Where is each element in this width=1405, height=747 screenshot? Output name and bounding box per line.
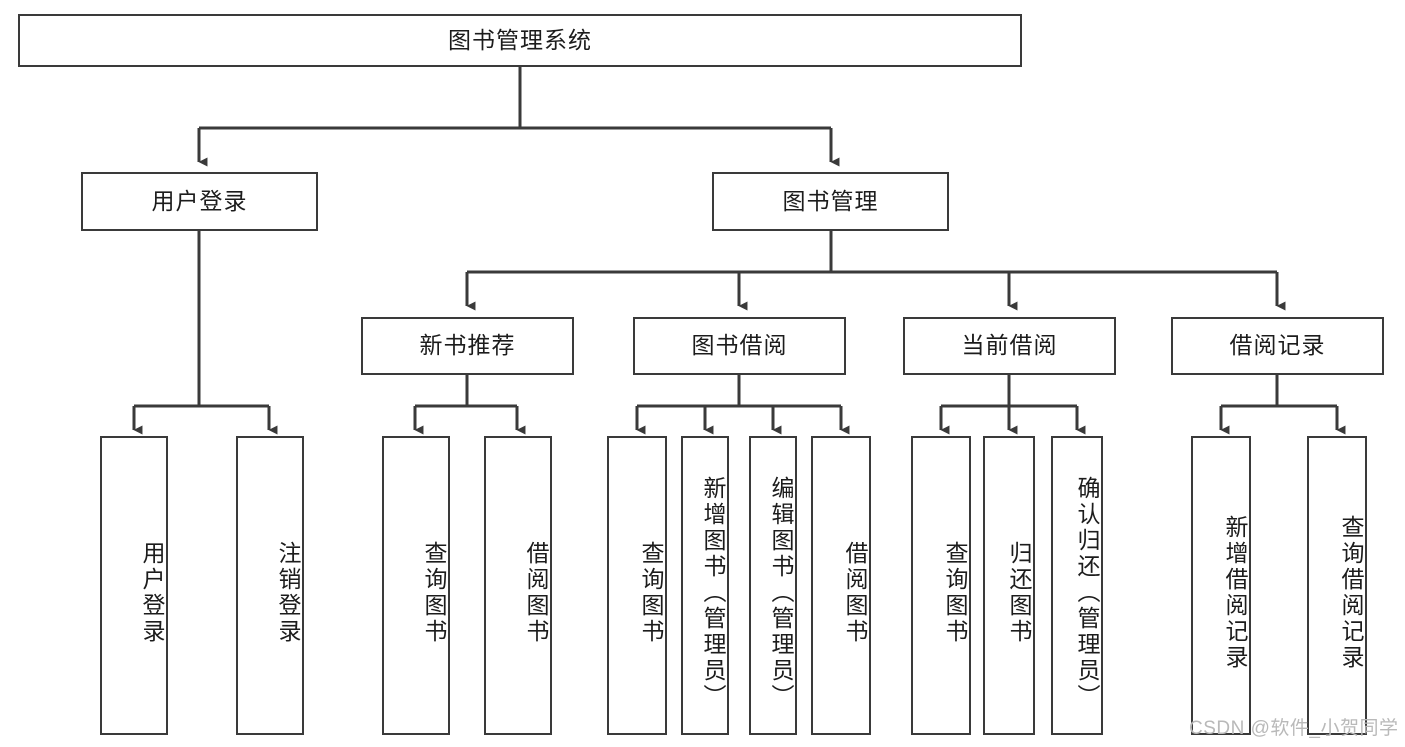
leaf-records-add-record[interactable]: 新增借阅记录	[1191, 436, 1251, 735]
node-borrowing-records[interactable]: 借阅记录	[1171, 317, 1384, 375]
node-label: 当前借阅	[961, 332, 1058, 359]
node-label: 图书管理	[782, 187, 879, 214]
node-label: 编辑图书（管理员）	[768, 475, 794, 710]
leaf-user-login-login[interactable]: 用户登录	[100, 436, 168, 735]
node-label: 确认归还（管理员）	[1074, 475, 1100, 710]
node-label: 查询借阅记录	[1338, 514, 1364, 671]
node-current-borrowing[interactable]: 当前借阅	[903, 317, 1116, 375]
node-label: 注销登录	[275, 540, 301, 645]
node-label: 图书管理系统	[448, 26, 592, 53]
node-label: 用户登录	[151, 187, 248, 214]
node-label: 借阅图书	[523, 540, 549, 645]
node-book-borrowing[interactable]: 图书借阅	[633, 317, 846, 375]
node-label: 新增借阅记录	[1222, 514, 1248, 671]
leaf-records-query-record[interactable]: 查询借阅记录	[1307, 436, 1367, 735]
leaf-borrow-add-book-admin[interactable]: 新增图书（管理员）	[681, 436, 729, 735]
node-new-book-recommendation[interactable]: 新书推荐	[361, 317, 574, 375]
csdn-watermark: CSDN @软件_小贺同学	[1189, 718, 1399, 739]
node-book-management[interactable]: 图书管理	[712, 172, 949, 231]
node-label: 图书借阅	[691, 332, 788, 359]
node-label: 查询图书	[421, 540, 447, 645]
leaf-borrow-query-books[interactable]: 查询图书	[607, 436, 667, 735]
node-label: 用户登录	[139, 540, 165, 645]
node-root-book-management-system[interactable]: 图书管理系统	[18, 14, 1022, 67]
node-label: 查询图书	[638, 540, 664, 645]
leaf-current-return-books[interactable]: 归还图书	[983, 436, 1035, 735]
node-label: 归还图书	[1006, 540, 1032, 645]
node-user-login[interactable]: 用户登录	[81, 172, 318, 231]
leaf-borrow-edit-book-admin[interactable]: 编辑图书（管理员）	[749, 436, 797, 735]
leaf-new-book-borrow-books[interactable]: 借阅图书	[484, 436, 552, 735]
leaf-current-query-books[interactable]: 查询图书	[911, 436, 971, 735]
node-label: 查询图书	[942, 540, 968, 645]
node-label: 新书推荐	[419, 332, 516, 359]
leaf-user-login-logout[interactable]: 注销登录	[236, 436, 304, 735]
node-label: 借阅记录	[1229, 332, 1326, 359]
node-label: 新增图书（管理员）	[700, 475, 726, 710]
leaf-current-confirm-return-admin[interactable]: 确认归还（管理员）	[1051, 436, 1103, 735]
leaf-borrow-borrow-books[interactable]: 借阅图书	[811, 436, 871, 735]
node-label: 借阅图书	[842, 540, 868, 645]
leaf-new-book-query-books[interactable]: 查询图书	[382, 436, 450, 735]
